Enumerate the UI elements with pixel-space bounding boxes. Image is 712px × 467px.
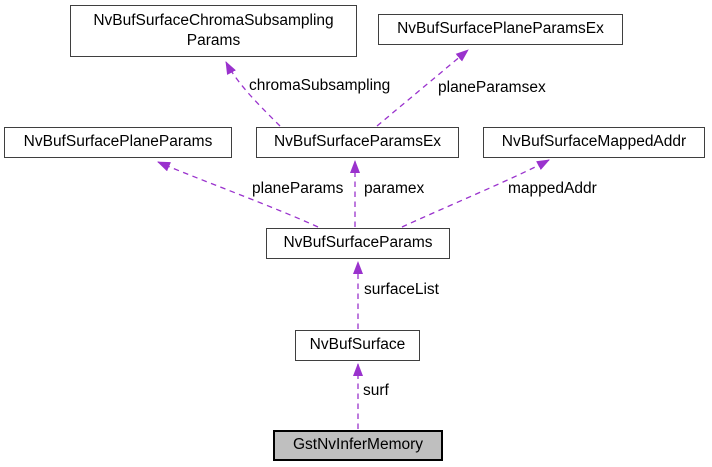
edge-label-chroma-subsampling: chromaSubsampling	[249, 77, 391, 94]
edge-label-mapped-addr: mappedAddr	[508, 180, 597, 197]
node-label: NvBufSurfacePlaneParamsEx	[397, 20, 604, 38]
edge-label-surface-list: surfaceList	[364, 281, 439, 298]
node-nvbufsurface[interactable]: NvBufSurface	[295, 330, 420, 361]
node-gstnvinfermemory-current: GstNvInferMemory	[273, 430, 443, 461]
node-nvbufsurface-mapped-addr[interactable]: NvBufSurfaceMappedAddr	[483, 127, 705, 158]
node-nvbufsurface-plane-params[interactable]: NvBufSurfacePlaneParams	[4, 127, 232, 158]
node-label-line2: Params	[186, 32, 241, 49]
node-label: NvBufSurface	[309, 336, 406, 354]
node-label: NvBufSurfaceParams	[283, 234, 433, 252]
node-label-line1: NvBufSurfaceChromaSubsampling	[93, 11, 334, 29]
node-label: NvBufSurfaceParamsEx	[273, 133, 442, 151]
node-nvbufsurface-params-ex[interactable]: NvBufSurfaceParamsEx	[256, 127, 459, 158]
node-label: NvBufSurfaceMappedAddr	[501, 133, 687, 151]
node-nvbufsurface-params[interactable]: NvBufSurfaceParams	[266, 228, 450, 259]
node-label: GstNvInferMemory	[292, 436, 424, 454]
node-nvbufsurface-plane-params-ex[interactable]: NvBufSurfacePlaneParamsEx	[378, 14, 623, 45]
edge-label-plane-paramsex: planeParamsex	[438, 79, 546, 96]
node-label: NvBufSurfacePlaneParams	[23, 133, 213, 151]
edge-label-surf: surf	[363, 382, 389, 399]
edge-label-paramex: paramex	[364, 180, 425, 197]
edge-label-plane-params: planeParams	[252, 180, 344, 197]
node-nvbufsurface-chroma-subsampling-params[interactable]: NvBufSurfaceChromaSubsampling Params	[70, 5, 357, 57]
